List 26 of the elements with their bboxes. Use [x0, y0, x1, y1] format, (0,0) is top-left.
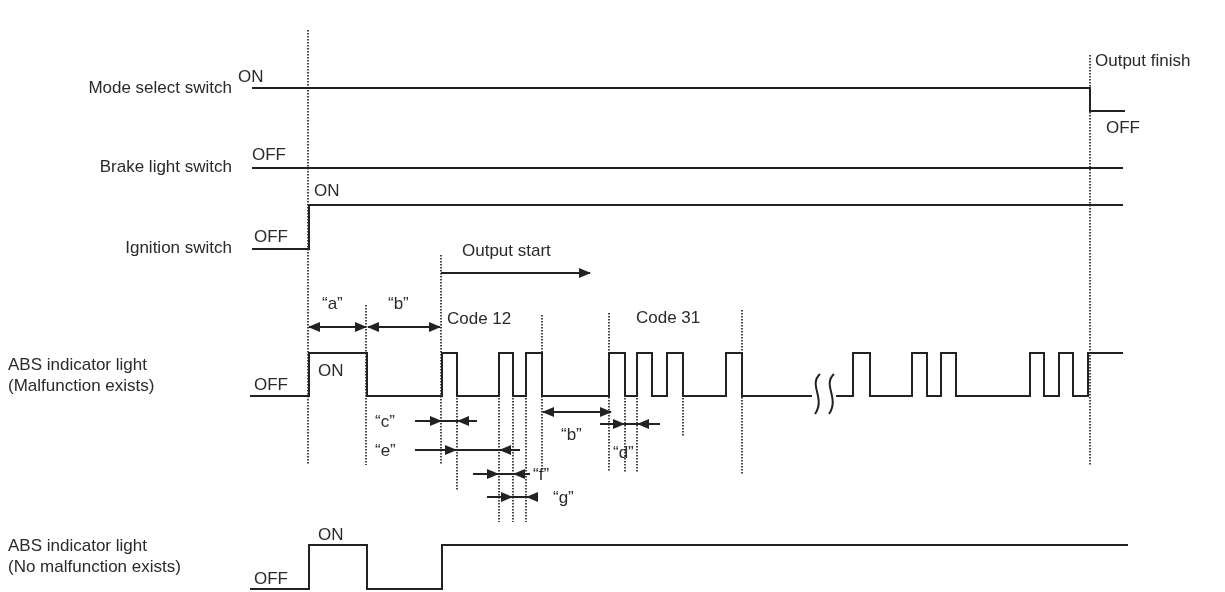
signal-name: ABS indicator light (Malfunction exists)	[8, 354, 155, 396]
signal-name: Brake light switch	[99, 155, 232, 177]
state-label: ON	[318, 523, 344, 545]
event-label: Output finish	[1095, 49, 1191, 71]
state-label: OFF	[254, 225, 288, 247]
code-label: Code 31	[636, 306, 701, 328]
event-label: Output start	[462, 239, 551, 261]
state-label: ON	[314, 179, 340, 201]
dimension-label: “b”	[561, 423, 582, 445]
state-label: OFF	[254, 373, 288, 395]
signal-name: Ignition switch	[125, 236, 232, 258]
state-label: OFF	[254, 567, 288, 589]
dimension-label: “e”	[375, 439, 396, 461]
dimension-label: “f”	[533, 463, 550, 485]
dimension-label: “g”	[553, 486, 574, 508]
signal-name: ABS indicator light (No malfunction exists)	[8, 535, 181, 577]
state-label: ON	[238, 65, 264, 87]
signal-name: Mode select switch	[88, 76, 232, 98]
dimension-label: “b”	[388, 292, 409, 314]
state-label: OFF	[1106, 116, 1140, 138]
code-label: Code 12	[447, 307, 512, 329]
dimension-label: “d”	[613, 441, 634, 463]
dimension-label: “a”	[322, 292, 343, 314]
dimension-label: “c”	[375, 410, 395, 432]
state-label: ON	[318, 359, 344, 381]
state-label: OFF	[252, 143, 286, 165]
